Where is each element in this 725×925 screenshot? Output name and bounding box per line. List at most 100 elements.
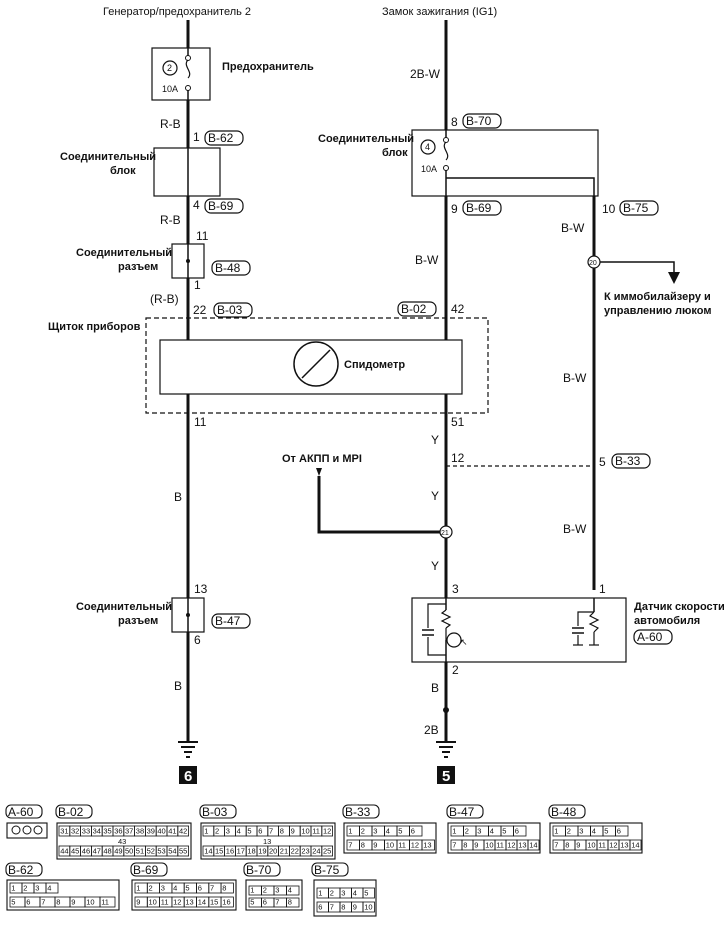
wire-label-bw1: 2B-W	[410, 67, 441, 81]
connector-cell: 6	[198, 884, 202, 893]
pin-1-a60: 1	[599, 582, 606, 596]
connector-cell: 1	[554, 827, 558, 836]
tag-b02: B-02	[397, 301, 437, 317]
junction-block-right-label-2: блок	[382, 147, 408, 159]
connector-cell: 9	[136, 898, 140, 907]
connector-cell: 1	[204, 827, 208, 836]
pin-10-b75: 10	[602, 202, 616, 216]
tag-b47: B-47	[211, 613, 251, 629]
speedometer-label: Спидометр	[344, 359, 405, 371]
connector-cell: 3	[373, 827, 377, 836]
connector-cell: 44	[60, 847, 68, 856]
instrument-panel: Спидометр Щиток приборов	[48, 317, 489, 414]
svg-text:B-62: B-62	[8, 863, 34, 877]
ground-symbol-right	[436, 741, 456, 758]
connector-cell: 13	[620, 841, 628, 850]
connector-cell: 5	[185, 884, 189, 893]
connector-cell: 13	[423, 841, 431, 850]
connector-bottom-label-2: разъем	[118, 615, 158, 627]
wire-label-bw3: B-W	[561, 221, 585, 235]
connector-cell: 33	[82, 827, 90, 836]
connector-cell: 14	[204, 847, 212, 856]
connector-cell: 12	[173, 898, 181, 907]
connector-cell: 25	[323, 847, 331, 856]
connector-cell: 31	[60, 827, 68, 836]
connector-cell: 9	[576, 841, 580, 850]
connector-cell: 12	[609, 841, 617, 850]
svg-text:B-70: B-70	[246, 863, 272, 877]
wire-label-b3: B	[431, 681, 439, 695]
connector-cell: 3	[579, 827, 583, 836]
fuse-left-label: Предохранитель	[222, 61, 314, 73]
connector-cell: 4	[490, 827, 494, 836]
connector-cell: 24	[312, 847, 320, 856]
connector-cell: 8	[56, 898, 60, 907]
immobilizer-note-2: управлению люком	[604, 305, 712, 317]
connector-cell: 41	[168, 827, 176, 836]
connector-cell: 4	[353, 889, 357, 898]
connector-cell: 13	[185, 898, 193, 907]
connector-cell: 12	[411, 841, 419, 850]
junction-block-left-label-1: Соединительный	[60, 151, 156, 163]
connector-cell: 45	[71, 847, 79, 856]
svg-text:B-69: B-69	[466, 201, 492, 215]
connector-cell: 2	[23, 884, 27, 893]
connector-cell: 5	[11, 898, 15, 907]
wire-label-y3: Y	[431, 559, 439, 573]
connector-cell: 2	[215, 827, 219, 836]
tag-b48: B-48	[211, 260, 251, 276]
fuse-right-number: 4	[425, 142, 430, 152]
pin-2-a60: 2	[452, 663, 459, 677]
connector-cell: 36	[114, 827, 122, 836]
tag-b75: B-75	[619, 200, 659, 216]
connector-cell: 6	[411, 827, 415, 836]
source-left-label: Генератор/предохранитель 2	[103, 6, 251, 18]
connector-cell: 1	[250, 886, 254, 895]
wire-label-b1: B	[174, 490, 182, 504]
connector-cell: 8	[463, 841, 467, 850]
connector-cell: 1	[318, 889, 322, 898]
connector-cell: 10	[386, 841, 394, 850]
fuse-right-rating: 10A	[421, 164, 437, 174]
connector-cell: 10	[86, 898, 94, 907]
connector-cell: 3	[161, 884, 165, 893]
connector-cell: 5	[364, 889, 368, 898]
connector-cell: 12	[507, 841, 515, 850]
svg-text:B-33: B-33	[615, 454, 641, 468]
pin-51-b02: 51	[451, 415, 465, 429]
connector-bottom-label-1: Соединительный	[76, 601, 172, 613]
connector-cell: 5	[247, 827, 251, 836]
wire-label-bw5: B-W	[563, 522, 587, 536]
left-circuit: 2 10A Предохранитель R-B 1 B-62 Соединит…	[60, 20, 314, 320]
svg-text:B-62: B-62	[208, 131, 234, 145]
connector-cell: 4	[47, 884, 51, 893]
ground-number-5-box	[437, 766, 455, 784]
connector-cell: 19	[258, 847, 266, 856]
pin-6-b47: 6	[194, 633, 201, 647]
connector-cell: 11	[496, 841, 504, 850]
connector-cell: 3	[35, 884, 39, 893]
svg-text:13: 13	[263, 837, 271, 846]
connector-cell: 38	[136, 827, 144, 836]
pin-22-b03: 22	[193, 303, 207, 317]
connector-cell: 2	[567, 827, 571, 836]
wire-label-rb3: (R-B)	[150, 292, 179, 306]
connector-cell: 8	[565, 841, 569, 850]
connector-cell: 11	[398, 841, 406, 850]
connector-cell: 6	[617, 827, 621, 836]
wire-label-y1: Y	[431, 433, 439, 447]
connector-cell: 3	[226, 827, 230, 836]
connector-cell: 2	[263, 886, 267, 895]
svg-text:B-02: B-02	[401, 302, 427, 316]
middle-ground-circuit: 2 B 2B 5	[424, 662, 459, 785]
connector-cell: 2	[149, 884, 153, 893]
connector-cell: 10	[364, 903, 372, 912]
connector-cell: 23	[301, 847, 309, 856]
svg-text:B-47: B-47	[449, 805, 475, 819]
svg-text:B-48: B-48	[215, 261, 241, 275]
